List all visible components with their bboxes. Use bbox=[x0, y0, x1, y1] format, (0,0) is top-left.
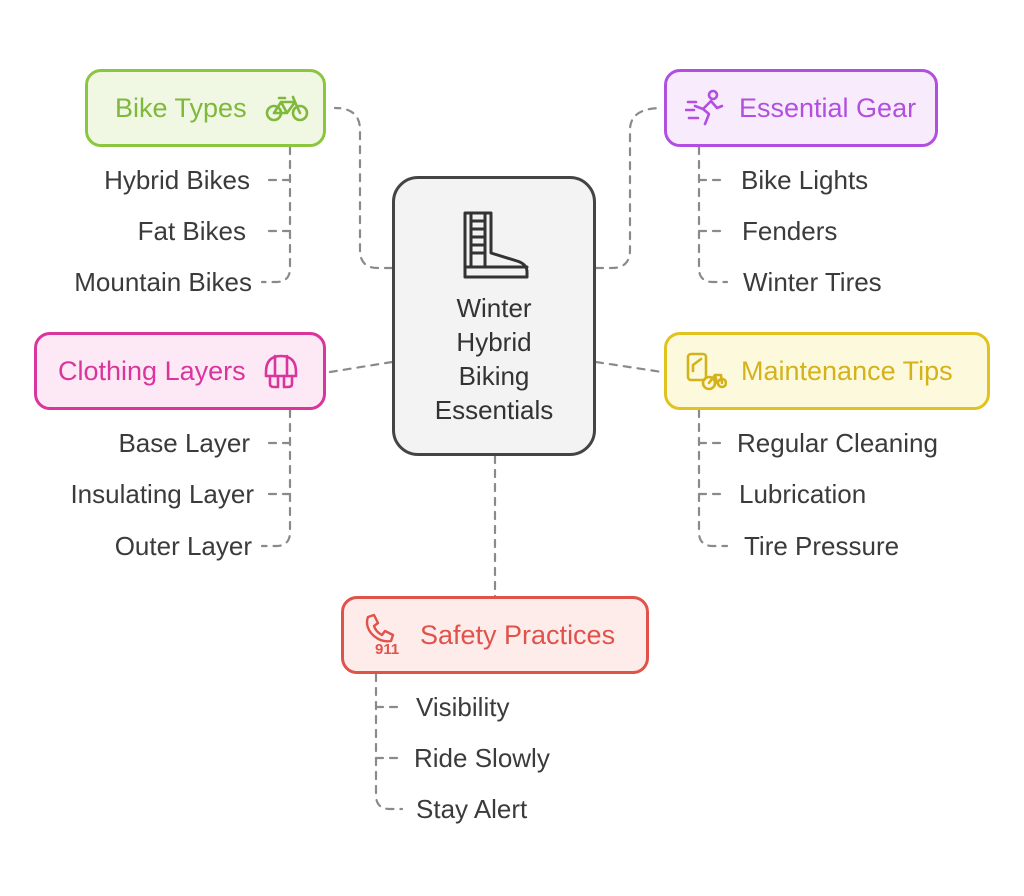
category-title: Bike Types bbox=[115, 92, 247, 123]
connector-bike-types-items bbox=[260, 145, 292, 284]
connector-safety-items bbox=[374, 672, 404, 811]
category-clothing-layers: Clothing Layers bbox=[34, 332, 326, 410]
helmet-icon bbox=[264, 354, 297, 389]
list-item: Mountain Bikes bbox=[74, 267, 252, 297]
category-title: Essential Gear bbox=[739, 92, 917, 123]
category-essential-gear: Essential Gear bbox=[664, 69, 938, 147]
list-item: Hybrid Bikes bbox=[104, 165, 250, 195]
list-item: Bike Lights bbox=[741, 165, 869, 195]
connector-maintenance-items bbox=[697, 408, 729, 548]
center-topic: Winter Hybrid Biking Essentials bbox=[392, 176, 596, 456]
list-item: Lubrication bbox=[739, 479, 867, 509]
list-item: Winter Tires bbox=[743, 267, 882, 297]
list-item: Fat Bikes bbox=[137, 216, 246, 246]
list-item: Outer Layer bbox=[114, 531, 252, 561]
winter-boot-icon bbox=[463, 211, 529, 279]
connector-essential-gear bbox=[594, 106, 664, 270]
emergency-number: 911 bbox=[375, 641, 399, 657]
category-maintenance-tips: Maintenance Tips bbox=[664, 332, 990, 410]
category-title: Maintenance Tips bbox=[741, 355, 953, 386]
list-item: Fenders bbox=[742, 216, 838, 246]
center-title: Winter Hybrid Biking Essentials bbox=[434, 293, 554, 425]
category-title: Clothing Layers bbox=[58, 355, 246, 386]
category-bike-types: Bike Types bbox=[85, 69, 326, 147]
connector-maintenance-tips bbox=[594, 360, 664, 374]
emergency-911-icon: 911 bbox=[365, 613, 399, 657]
category-title: Safety Practices bbox=[420, 619, 616, 650]
list-item: Stay Alert bbox=[416, 794, 528, 824]
connector-clothing-layers bbox=[328, 360, 394, 374]
cyclist-icon bbox=[685, 89, 724, 126]
list-item: Insulating Layer bbox=[70, 479, 254, 509]
bicycle-icon bbox=[265, 95, 308, 122]
list-item: Visibility bbox=[416, 692, 510, 722]
bike-repair-icon bbox=[686, 352, 727, 391]
connector-clothing-layers-items bbox=[260, 408, 292, 548]
connector-bike-types bbox=[333, 106, 394, 270]
list-item: Base Layer bbox=[118, 428, 250, 458]
list-item: Regular Cleaning bbox=[737, 428, 938, 458]
list-item: Ride Slowly bbox=[414, 743, 550, 773]
connector-essential-gear-items bbox=[697, 145, 729, 284]
list-item: Tire Pressure bbox=[744, 531, 900, 561]
category-safety-practices: 911 Safety Practices bbox=[341, 596, 649, 674]
